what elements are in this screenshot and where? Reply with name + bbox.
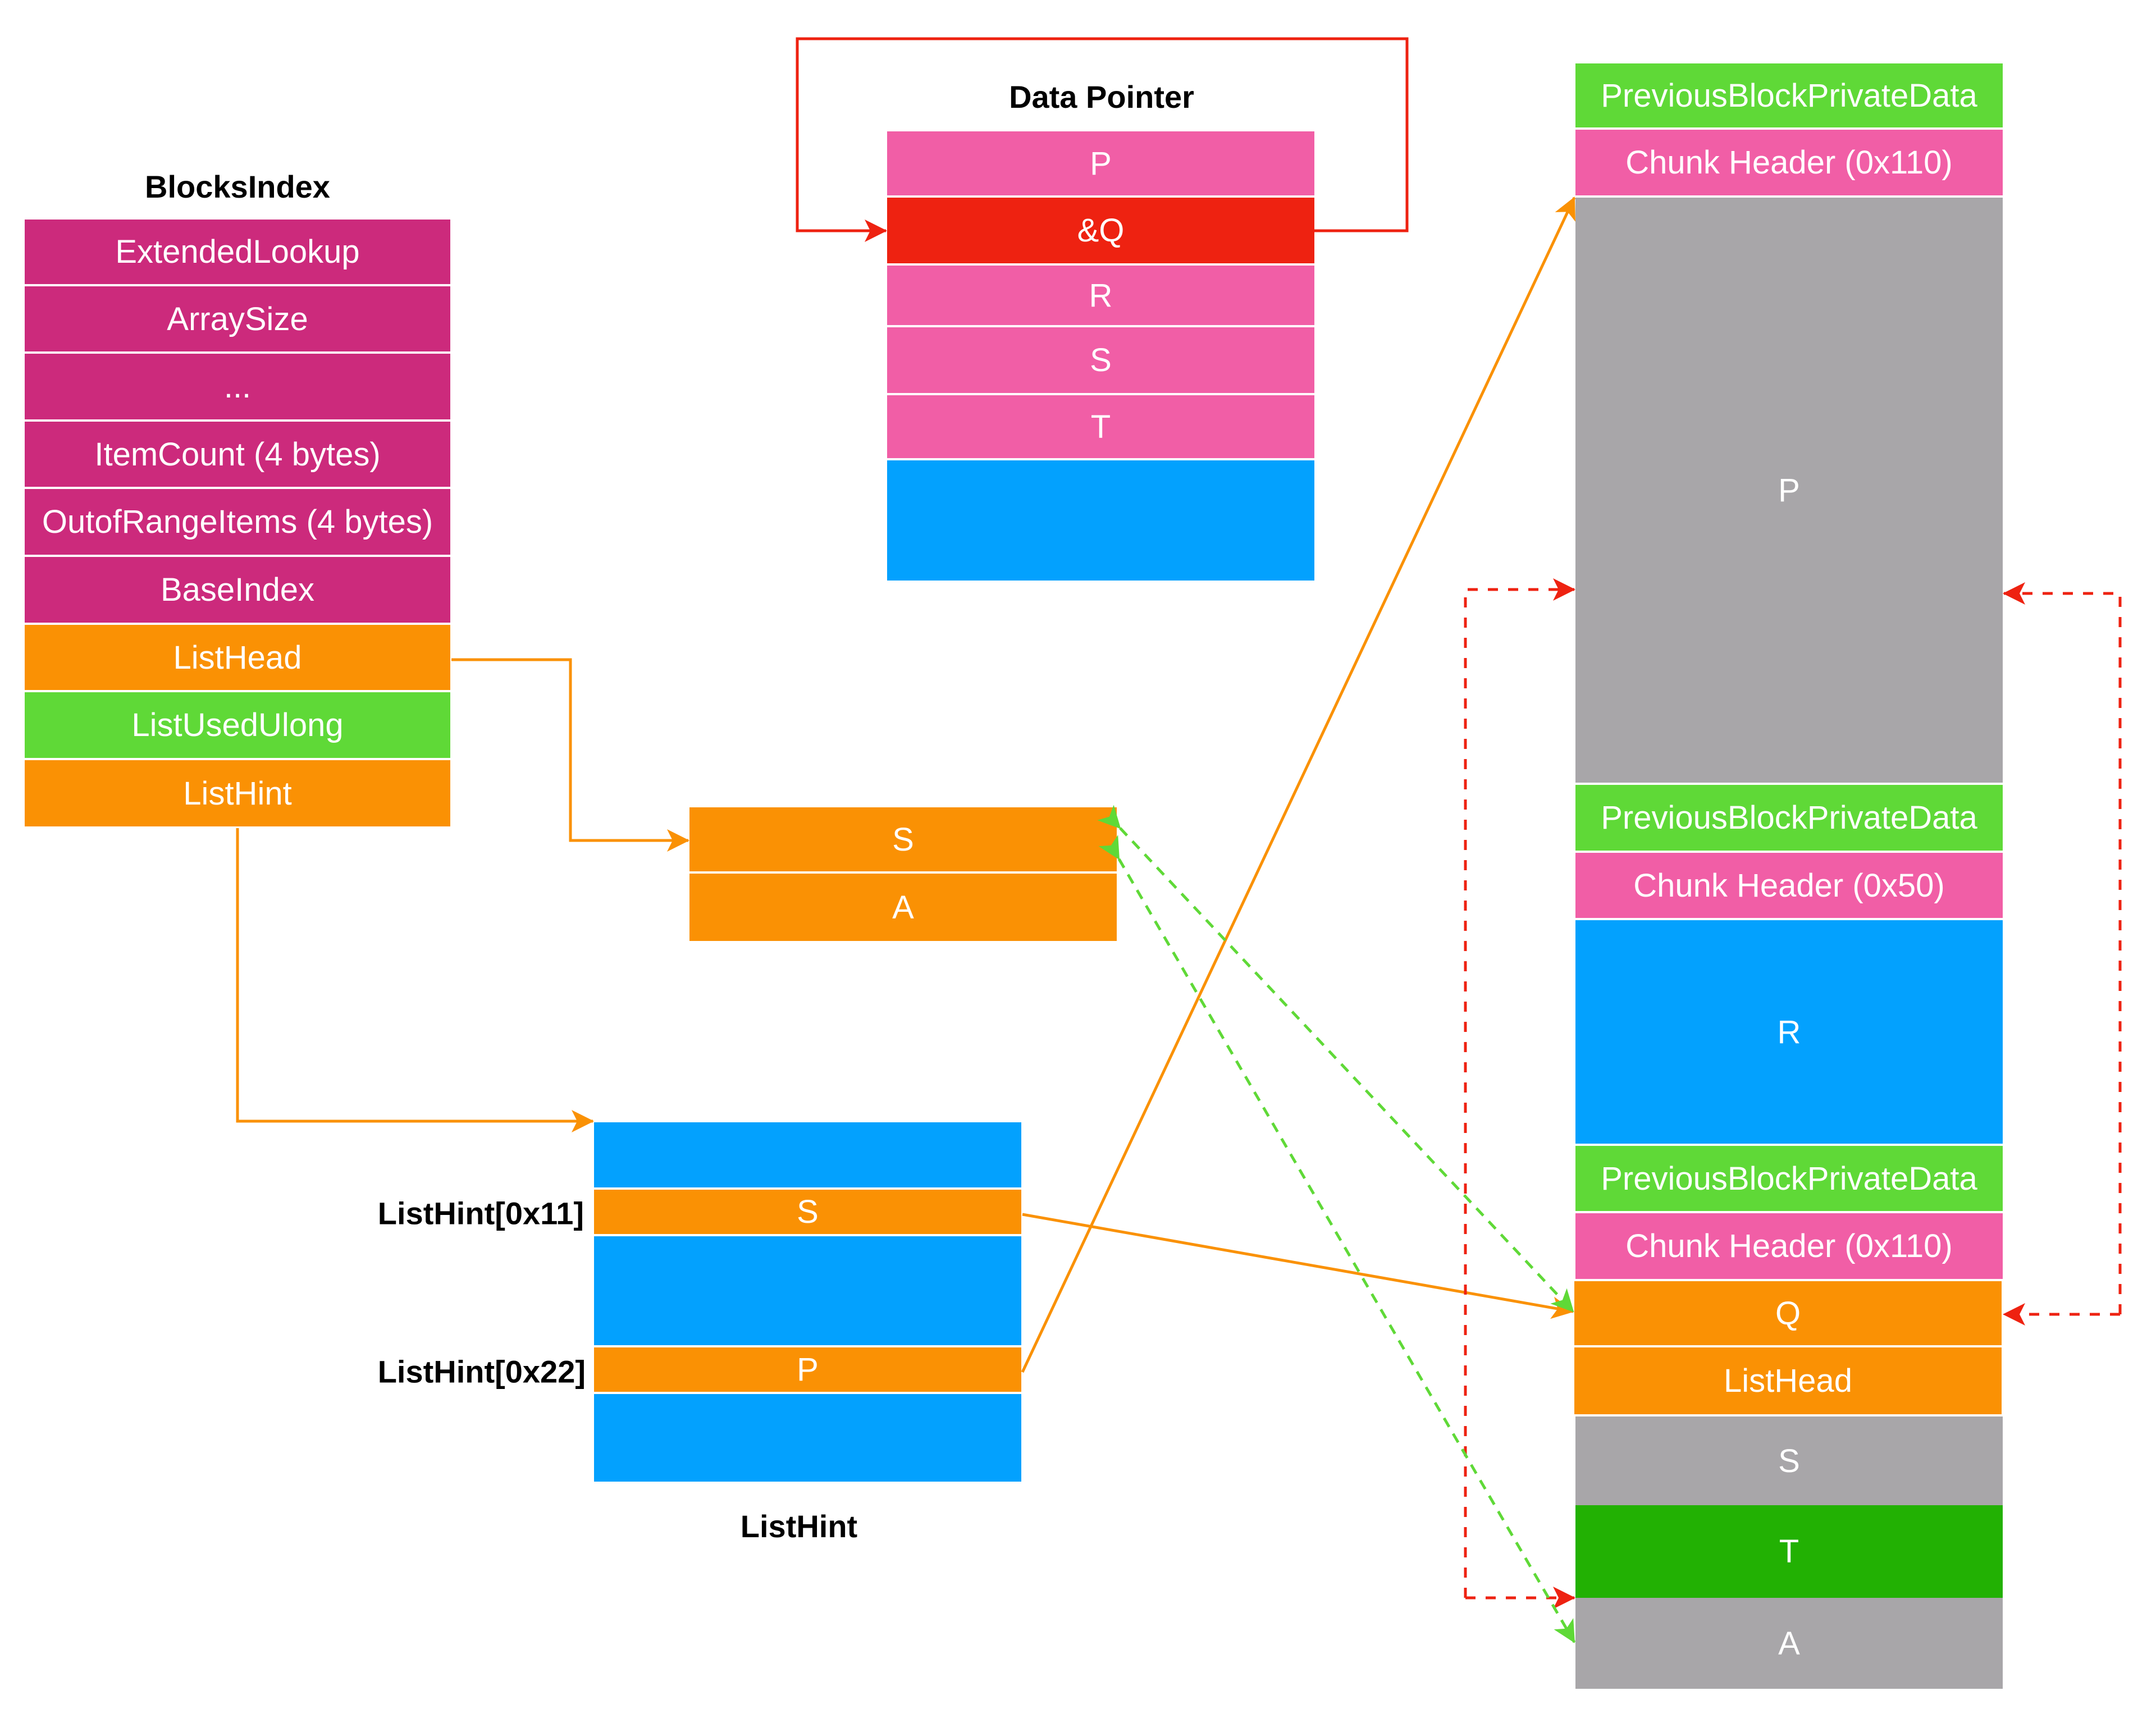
heap-prev-block-private-data-2: PreviousBlockPrivateData — [1575, 785, 2003, 853]
heap-chunk-header-0x50: Chunk Header (0x50) — [1575, 853, 2003, 920]
blocks-index-list-used-ulong: ListUsedUlong — [25, 692, 450, 760]
data-pointer-t: T — [887, 395, 1314, 460]
list-hint-index-label-0x11: ListHint[0x11] — [377, 1195, 584, 1231]
list-hint-index-label-0x22: ListHint[0x22] — [377, 1354, 586, 1390]
heap-chunk-header-0x110-2: Chunk Header (0x110) — [1575, 1213, 2003, 1281]
list-hint-arrow — [236, 828, 594, 1132]
heap-prev-block-private-data-1: PreviousBlockPrivateData — [1575, 63, 2003, 130]
data-pointer-free-space — [887, 460, 1314, 581]
blocks-index-base-index: BaseIndex — [25, 557, 450, 625]
blocks-index-title: BlocksIndex — [145, 169, 330, 204]
blocks-index-list-hint: ListHint — [25, 760, 450, 826]
blocks-index-array-size: ArraySize — [25, 286, 450, 354]
heap-chunk-p: P — [1575, 198, 2003, 785]
list-head-entry-a: A — [689, 874, 1117, 941]
data-pointer-s: S — [887, 327, 1314, 395]
heap-chunk-s: S — [1575, 1416, 2003, 1505]
heap-chunk-r: R — [1575, 920, 2003, 1146]
heap-chunk-header-0x110-1: Chunk Header (0x110) — [1575, 130, 2003, 198]
heap-chunk-a: A — [1575, 1598, 2003, 1689]
blocks-index-out-of-range-items: OutofRangeItems (4 bytes) — [25, 489, 450, 557]
data-pointer-title: Data Pointer — [1009, 79, 1194, 115]
list-hint-slot-0x22: P — [594, 1347, 1021, 1394]
list-hint-slot — [594, 1394, 1021, 1482]
list-head-entry-s: S — [689, 807, 1117, 874]
list-hint-slot — [594, 1122, 1021, 1190]
data-pointer-r: R — [887, 266, 1314, 327]
list-head-arrow — [451, 658, 689, 852]
heap-list-head: ListHead — [1574, 1347, 2002, 1416]
list-hint-slot-0x11: S — [594, 1190, 1021, 1236]
list-hint-0x11-to-q-arrow — [1022, 1213, 1574, 1319]
list-hint-slot — [594, 1236, 1021, 1347]
list-hint-title: ListHint — [740, 1509, 858, 1544]
heap-chunk-q: Q — [1574, 1281, 2002, 1347]
blocks-index-item-count: ItemCount (4 bytes) — [25, 422, 450, 489]
heap-prev-block-private-data-3: PreviousBlockPrivateData — [1575, 1146, 2003, 1213]
heap-chunk-t: T — [1575, 1505, 2003, 1598]
red-dashed-right-top-arrow — [2003, 582, 2122, 1314]
blocks-index-ellipsis: ... — [25, 354, 450, 422]
blocks-index-list-head: ListHead — [25, 625, 450, 692]
data-pointer-q-address: &Q — [887, 198, 1314, 266]
blocks-index-extended-lookup: ExtendedLookup — [25, 220, 450, 286]
red-dashed-left-top-arrow — [1464, 578, 1575, 1598]
green-dashed-s-to-q-arrow — [1097, 805, 1574, 1313]
green-dashed-s-to-a-arrow — [1098, 835, 1576, 1643]
data-pointer-p: P — [887, 131, 1314, 198]
